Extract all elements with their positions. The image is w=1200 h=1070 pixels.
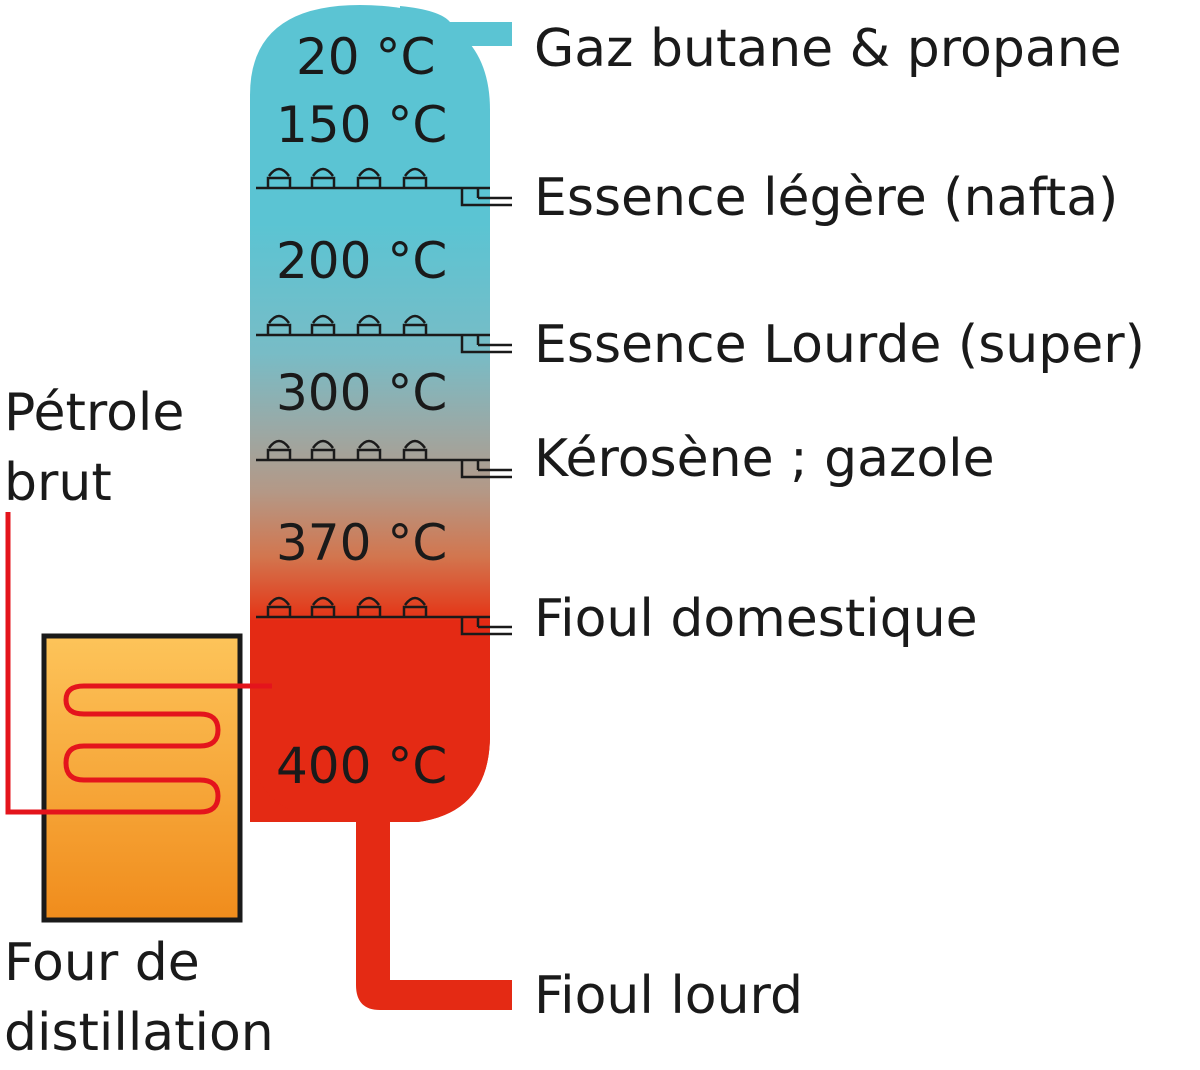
tray-4 [256, 596, 512, 636]
product-heavy-gasoline: Essence Lourde (super) [534, 315, 1145, 375]
furnace-label-line2: distillation [4, 1003, 274, 1063]
bubble-cap-icon [266, 596, 428, 617]
heavy-fuel-pipe [356, 822, 512, 1010]
product-light-gasoline: Essence légère (nafta) [534, 168, 1118, 228]
bubble-cap-icon [266, 314, 428, 335]
column-body-bottom [250, 620, 490, 740]
furnace-label-line1: Four de [4, 933, 200, 993]
bubble-cap-icon [266, 439, 428, 460]
bubble-cap-icon [266, 167, 428, 188]
temp-370: 370 °C [276, 514, 447, 572]
crude-oil-label-line2: brut [4, 453, 112, 513]
crude-oil-label-line1: Pétrole [4, 383, 184, 443]
tray-2 [256, 314, 512, 354]
temp-300: 300 °C [276, 364, 447, 422]
product-gas: Gaz butane & propane [534, 19, 1122, 79]
crude-oil-pipe [5, 512, 272, 815]
temp-20: 20 °C [296, 28, 435, 86]
temp-200: 200 °C [276, 232, 447, 290]
tray-3 [256, 439, 512, 479]
product-heavy-fuel: Fioul lourd [534, 966, 803, 1026]
temp-150: 150 °C [276, 96, 447, 154]
column-bottom [250, 735, 490, 822]
product-kerosene: Kérosène ; gazole [534, 429, 995, 489]
product-domestic-fuel: Fioul domestique [534, 589, 978, 649]
temp-400: 400 °C [276, 737, 447, 795]
tray-1 [256, 167, 512, 207]
